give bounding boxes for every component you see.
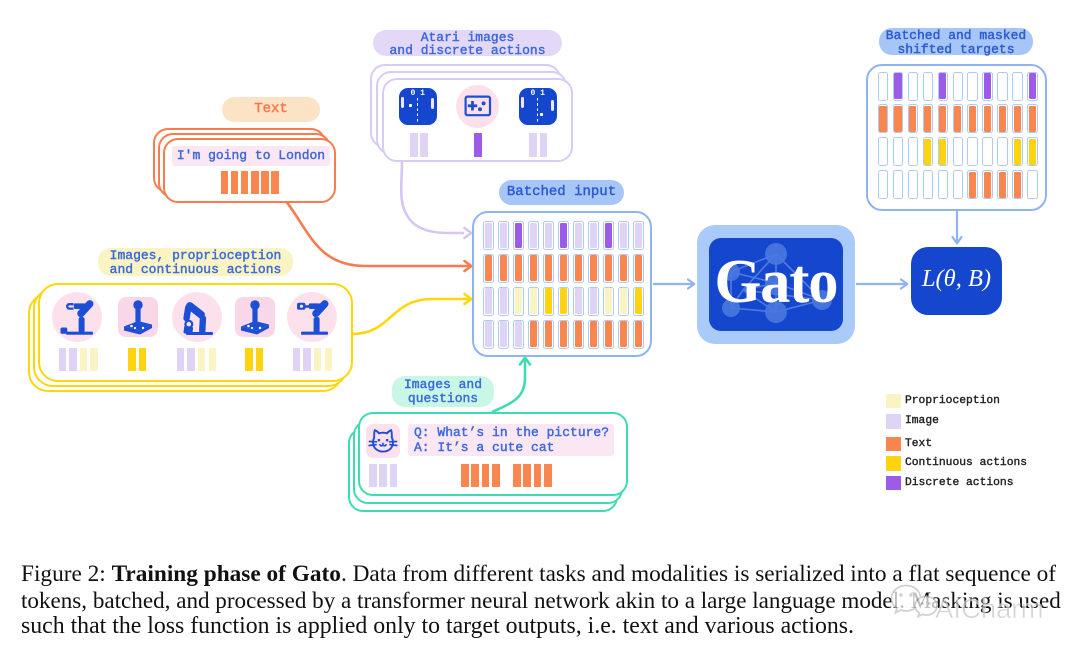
svg-text:AICharm: AICharm [935, 593, 1044, 624]
